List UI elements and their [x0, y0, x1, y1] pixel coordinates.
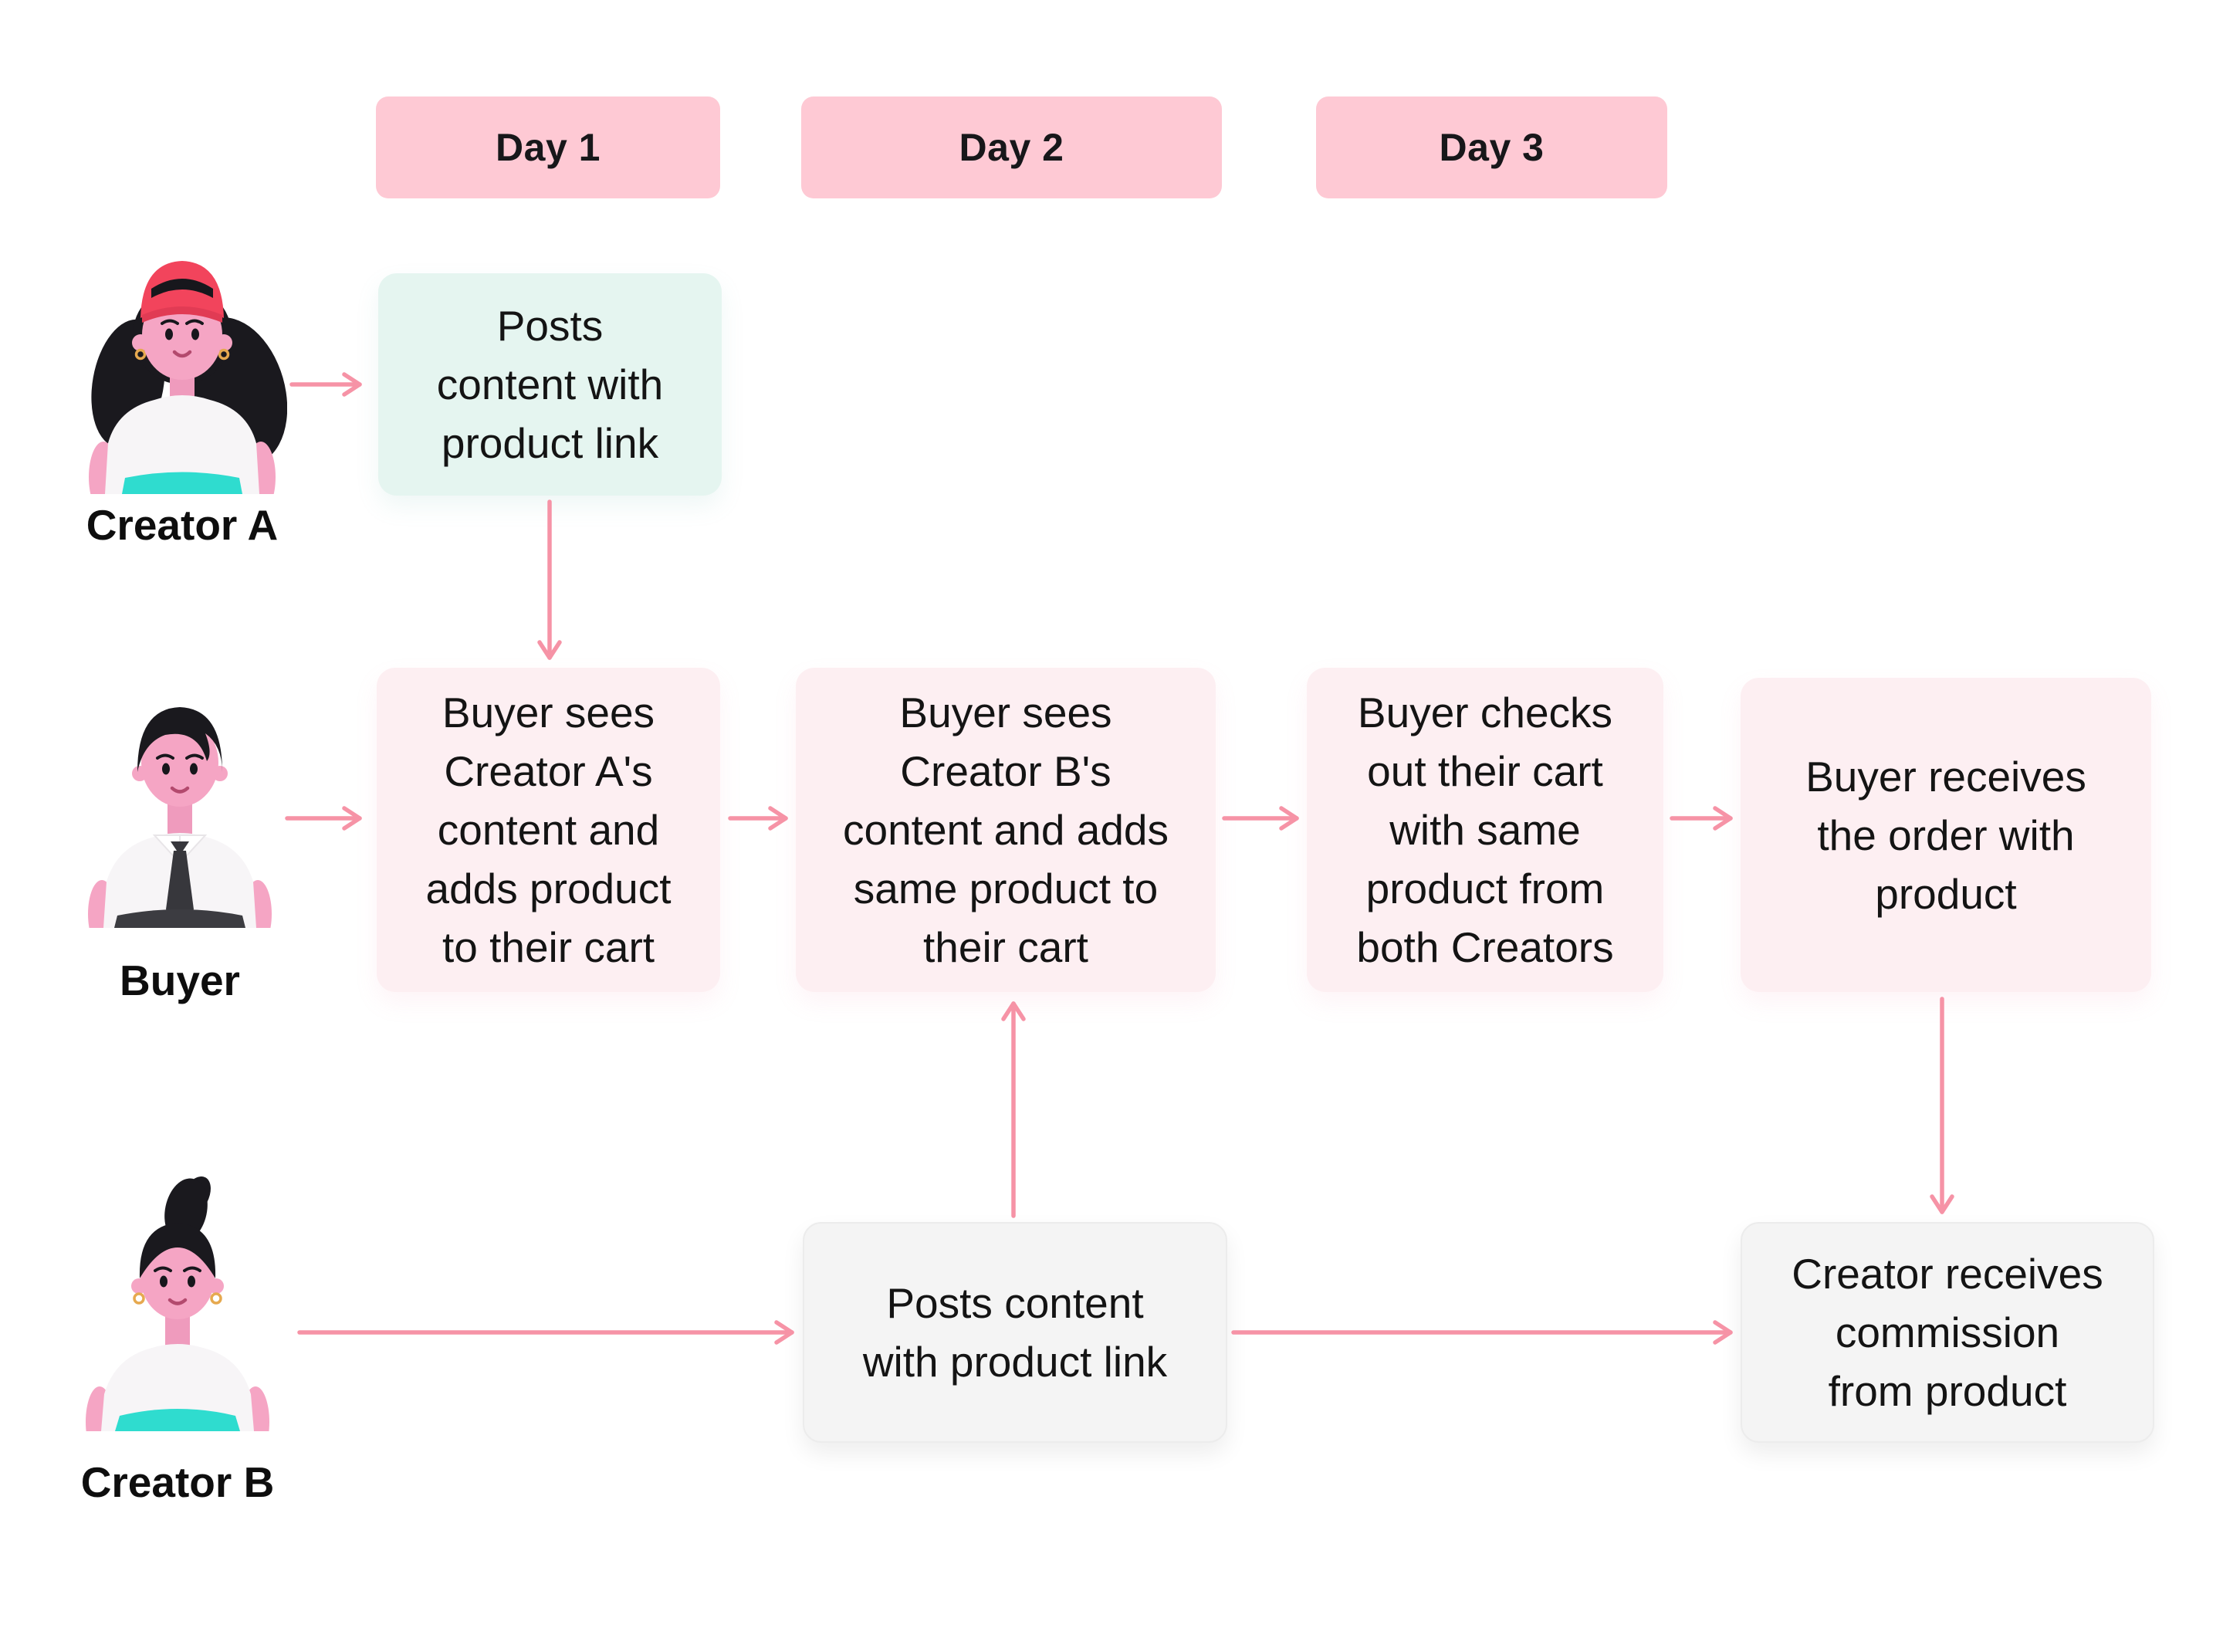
creator-b-illustration — [86, 1176, 269, 1457]
creator-b-avatar — [81, 1176, 274, 1457]
step-buyer-sees-creator-a: Buyer sees Creator A's content and adds … — [377, 668, 720, 992]
day2-label: Day 2 — [959, 126, 1064, 169]
step-buyer-sees-creator-b: Buyer sees Creator B's content and adds … — [796, 668, 1216, 992]
step-buyer-sees-creator-b-text: Buyer sees Creator B's content and adds … — [842, 689, 1169, 971]
day1-header-pill: Day 1 — [376, 96, 720, 198]
creator-a-label: Creator A — [86, 501, 279, 549]
creator-b-label: Creator B — [80, 1458, 275, 1506]
step-buyer-receives-order: Buyer receives the order with product — [1741, 678, 2151, 992]
day3-header-pill: Day 3 — [1316, 96, 1667, 198]
day3-label: Day 3 — [1439, 126, 1545, 169]
step-creator-b-posts: Posts content with product link — [803, 1222, 1227, 1443]
buyer-avatar — [83, 682, 276, 948]
creator-a-avatar — [77, 249, 288, 513]
step-buyer-sees-creator-a-text: Buyer sees Creator A's content and adds … — [425, 689, 672, 971]
buyer-label: Buyer — [120, 956, 240, 1004]
step-buyer-checks-out: Buyer checks out their cart with same pr… — [1307, 668, 1663, 992]
step-creator-b-posts-text: Posts content with product link — [862, 1279, 1168, 1386]
step-creator-a-posts-text: Posts content with product link — [436, 302, 664, 467]
step-creator-receives-commission: Creator receives commission from product — [1741, 1222, 2154, 1443]
buyer-illustration — [88, 707, 272, 948]
day2-header-pill: Day 2 — [801, 96, 1222, 198]
day1-label: Day 1 — [496, 126, 601, 169]
step-creator-receives-commission-text: Creator receives commission from product — [1792, 1250, 2103, 1415]
step-creator-a-posts: Posts content with product link — [378, 273, 722, 496]
step-buyer-receives-order-text: Buyer receives the order with product — [1805, 752, 2086, 918]
creator-a-illustration — [89, 261, 288, 513]
step-buyer-checks-out-text: Buyer checks out their cart with same pr… — [1356, 689, 1614, 971]
